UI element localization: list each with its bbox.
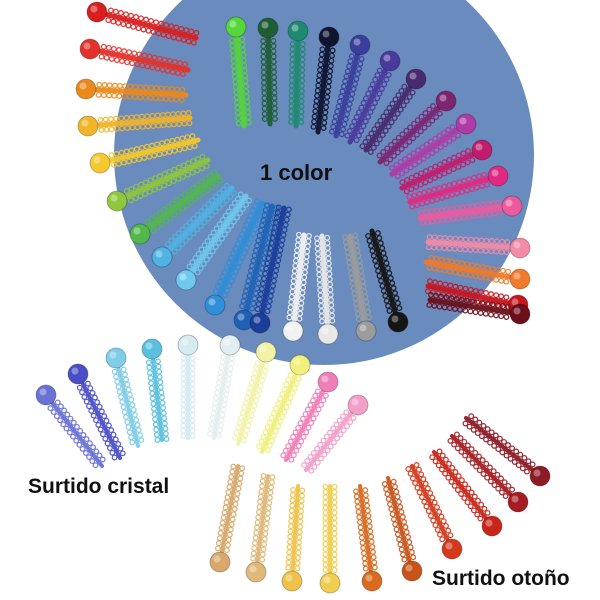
autumn-ligature-stick <box>353 484 383 592</box>
autumn-ligature-stick <box>245 473 276 583</box>
one-color-ligature-stick <box>282 231 312 342</box>
cristal-ligature-stick <box>301 394 369 474</box>
cristal-ligature-stick <box>280 371 339 463</box>
caption-one-color: 1 color <box>260 160 333 185</box>
one-color-ligature-stick <box>75 78 189 103</box>
one-color-ligature-stick <box>426 292 531 325</box>
cristal-ligature-stick <box>207 334 241 440</box>
autumn-ligature-stick <box>447 431 529 513</box>
one-color-ligature-stick <box>257 17 279 127</box>
one-color-ligature-stick <box>175 191 253 291</box>
autumn-ligature-stick <box>462 413 551 487</box>
one-color-ligature-stick <box>310 26 340 135</box>
one-color-ligature-stick <box>86 1 200 46</box>
autumn-ligature-stick <box>429 448 503 537</box>
one-color-ligature-stick <box>151 182 238 268</box>
one-color-ligature-stick <box>314 233 339 345</box>
one-color-ligature-stick <box>328 34 371 139</box>
autumn-ligature-stick <box>405 462 463 560</box>
one-color-ligature-stick <box>233 202 280 331</box>
cristal-ligature-stick <box>232 341 277 446</box>
one-color-ligature-stick <box>249 204 292 334</box>
cristal-ligature-stick <box>177 334 199 440</box>
cristal-assortment <box>35 334 369 474</box>
one-color-ligature-stick <box>225 16 252 129</box>
one-color-ligature-stick <box>106 153 211 212</box>
one-color-ligature-stick <box>287 20 309 129</box>
one-color-ligature-stick <box>89 133 201 174</box>
one-color-ligature-stick <box>365 228 409 333</box>
one-color-ligature-stick <box>129 169 224 245</box>
one-color-ligature-stick <box>359 68 427 156</box>
cristal-ligature-stick <box>105 347 145 448</box>
cristal-ligature-stick <box>35 384 106 469</box>
one-color-ligature-stick <box>376 90 457 166</box>
one-color-ligature-stick <box>389 113 477 180</box>
cristal-ligature-stick <box>67 363 126 461</box>
autumn-ligature-stick <box>319 483 341 594</box>
autumn-assortment <box>209 413 551 594</box>
autumn-ligature-stick <box>281 484 306 592</box>
autumn-ligature-stick <box>209 463 246 573</box>
one-color-ligature-stick <box>423 254 531 290</box>
blue-background-disc <box>114 0 534 365</box>
cristal-ligature-stick <box>256 354 311 454</box>
one-color-ligature-stick <box>342 232 377 342</box>
cristal-ligature-stick <box>141 338 170 443</box>
caption-autumn-assortment: Surtido otoño <box>432 567 570 590</box>
one-color-ligature-stick <box>399 139 493 195</box>
one-color-ligature-stick <box>417 195 523 226</box>
one-color-ligature-stick <box>425 234 531 259</box>
one-color-ring <box>75 1 531 345</box>
autumn-ligature-stick <box>381 476 423 582</box>
caption-cristal-assortment: Surtido cristal <box>28 475 170 498</box>
one-color-ligature-stick <box>77 110 193 137</box>
one-color-ligature-stick <box>79 38 191 78</box>
one-color-ligature-stick <box>344 50 401 145</box>
one-color-ligature-stick <box>406 165 509 210</box>
